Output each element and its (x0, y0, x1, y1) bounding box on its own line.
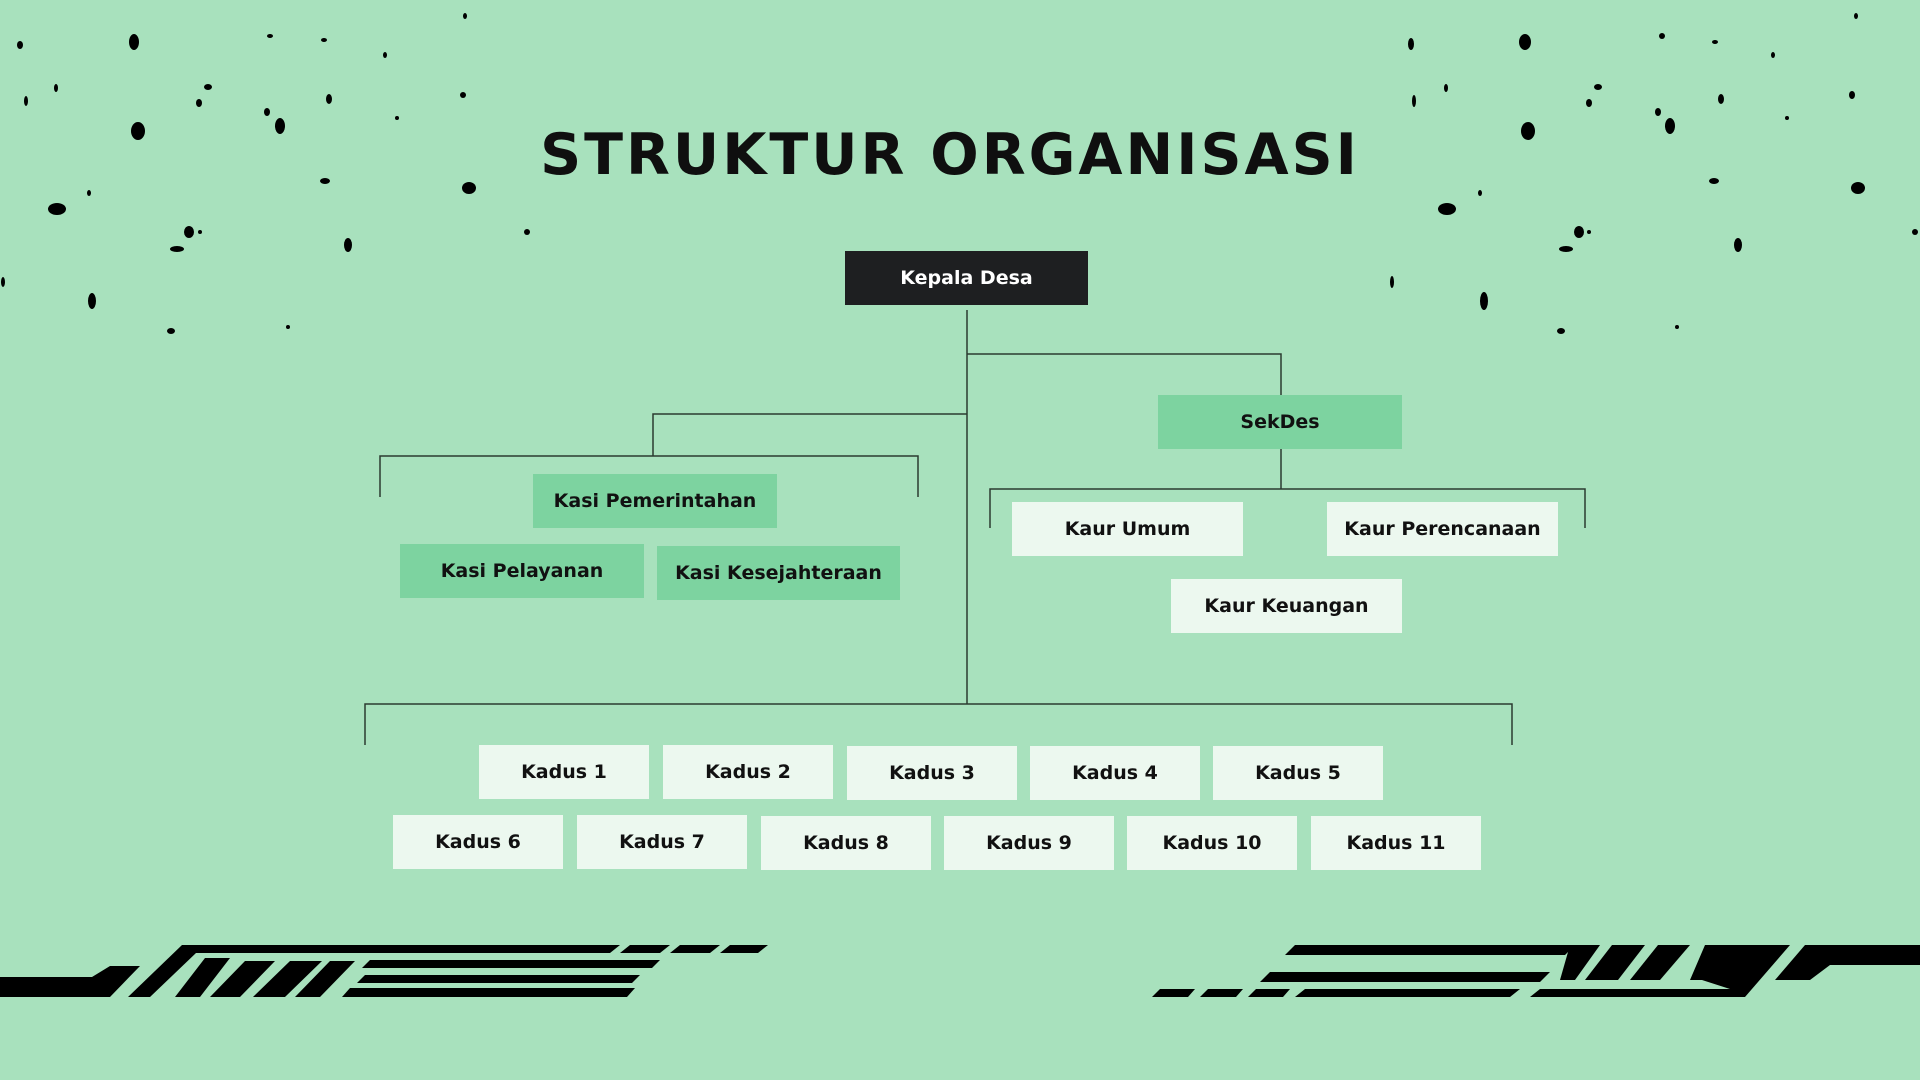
kasi-pelayanan-box: Kasi Pelayanan (400, 544, 644, 598)
kadus-box: Kadus 1 (479, 745, 649, 799)
kaur-umum-box: Kaur Umum (1012, 502, 1243, 556)
kadus-box: Kadus 5 (1213, 746, 1383, 800)
kadus-box: Kadus 3 (847, 746, 1017, 800)
kaur-keuangan-box: Kaur Keuangan (1171, 579, 1402, 633)
kadus-box: Kadus 4 (1030, 746, 1200, 800)
kadus-box: Kadus 9 (944, 816, 1114, 870)
kadus-box: Kadus 6 (393, 815, 563, 869)
connector-lines (364, 310, 1586, 745)
kadus-box: Kadus 2 (663, 745, 833, 799)
splatter-right (1390, 13, 1918, 334)
kasi-pemerintahan-box: Kasi Pemerintahan (533, 474, 777, 528)
page-title: STRUKTUR ORGANISASI (540, 122, 1360, 188)
kadus-box: Kadus 11 (1311, 816, 1481, 870)
kepala-desa-box: Kepala Desa (845, 251, 1088, 305)
kaur-perencanaan-box: Kaur Perencanaan (1327, 502, 1558, 556)
stripes-left (0, 945, 768, 997)
kadus-box: Kadus 10 (1127, 816, 1297, 870)
sekdes-box: SekDes (1158, 395, 1402, 449)
kadus-box: Kadus 7 (577, 815, 747, 869)
kadus-box: Kadus 8 (761, 816, 931, 870)
kasi-kesejahteraan-box: Kasi Kesejahteraan (657, 546, 900, 600)
splatter-left (1, 13, 530, 334)
stripes-right (1152, 945, 1920, 997)
